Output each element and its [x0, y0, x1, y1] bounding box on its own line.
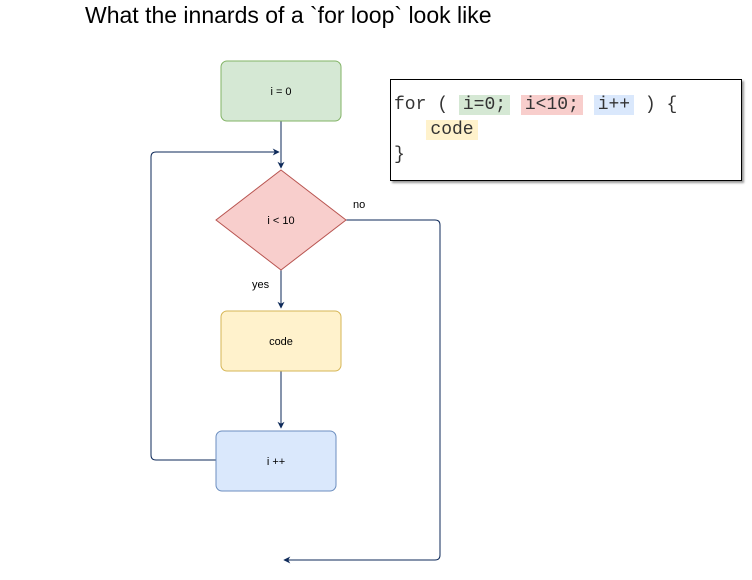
- close-brace: }: [394, 145, 405, 165]
- no-label: no: [353, 199, 365, 211]
- code-line-2: code: [394, 119, 478, 141]
- increment-node-label: i ++: [267, 456, 285, 468]
- code-node-label: code: [269, 336, 293, 348]
- edge-increment-loop-back: [150, 148, 280, 461]
- init-node: i = 0: [220, 60, 342, 122]
- condition-node-label: i < 10: [267, 215, 294, 227]
- code-line-3: }: [394, 144, 405, 166]
- code-node: code: [220, 310, 342, 372]
- condition-segment: i<10;: [520, 95, 583, 115]
- close-paren-brace: ) {: [644, 95, 678, 115]
- body-segment: code: [426, 120, 478, 140]
- init-node-label: i = 0: [270, 86, 291, 98]
- open-paren: (: [437, 95, 449, 115]
- code-snippet-box: for ( i=0; i<10; i++ ) { code }: [390, 79, 742, 181]
- increment-segment: i++: [593, 95, 635, 115]
- yes-label: yes: [252, 279, 270, 291]
- condition-node: i < 10: [215, 169, 347, 271]
- init-segment: i=0;: [458, 95, 511, 115]
- increment-node: i ++: [215, 430, 337, 492]
- for-keyword: for: [394, 95, 427, 115]
- code-line-1: for ( i=0; i<10; i++ ) {: [394, 94, 677, 116]
- diagram-title: What the innards of a `for loop` look li…: [85, 2, 492, 28]
- edge-condition-no-exit: [283, 219, 441, 564]
